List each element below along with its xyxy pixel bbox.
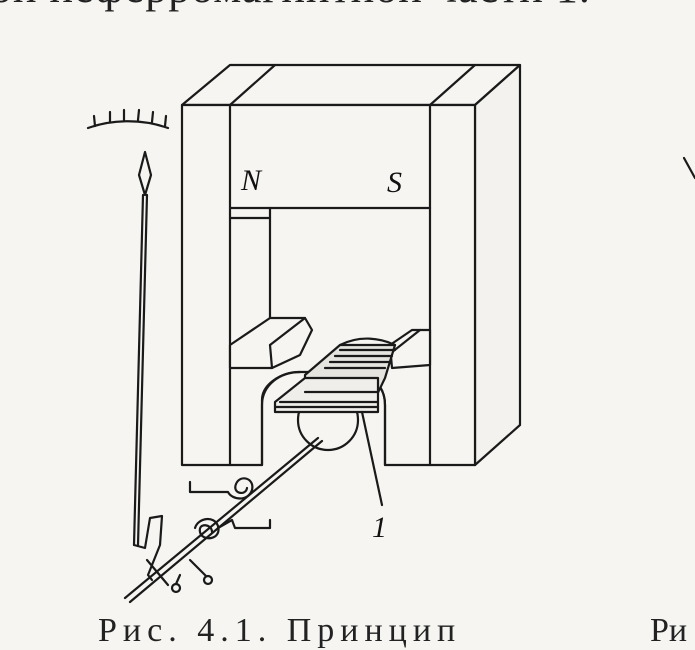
top-caption-fragment: ой неферромагнитной части 1.: [0, 0, 591, 13]
part-1-leader-line: [360, 410, 384, 507]
pointer: [132, 150, 214, 594]
north-pole-label: N: [240, 164, 263, 197]
moving-coil-1: [273, 337, 397, 414]
figure-caption: Рис. 4.1. Принцип: [98, 612, 462, 649]
next-figure-caption-fragment: Ри: [650, 612, 688, 649]
pole-shoes: [228, 316, 432, 467]
scale: [86, 108, 170, 130]
spiral-springs: [188, 477, 272, 540]
part-number-label: 1: [372, 511, 387, 544]
south-pole-label: S: [387, 166, 402, 199]
adjacent-figure-fragment: [682, 156, 695, 180]
